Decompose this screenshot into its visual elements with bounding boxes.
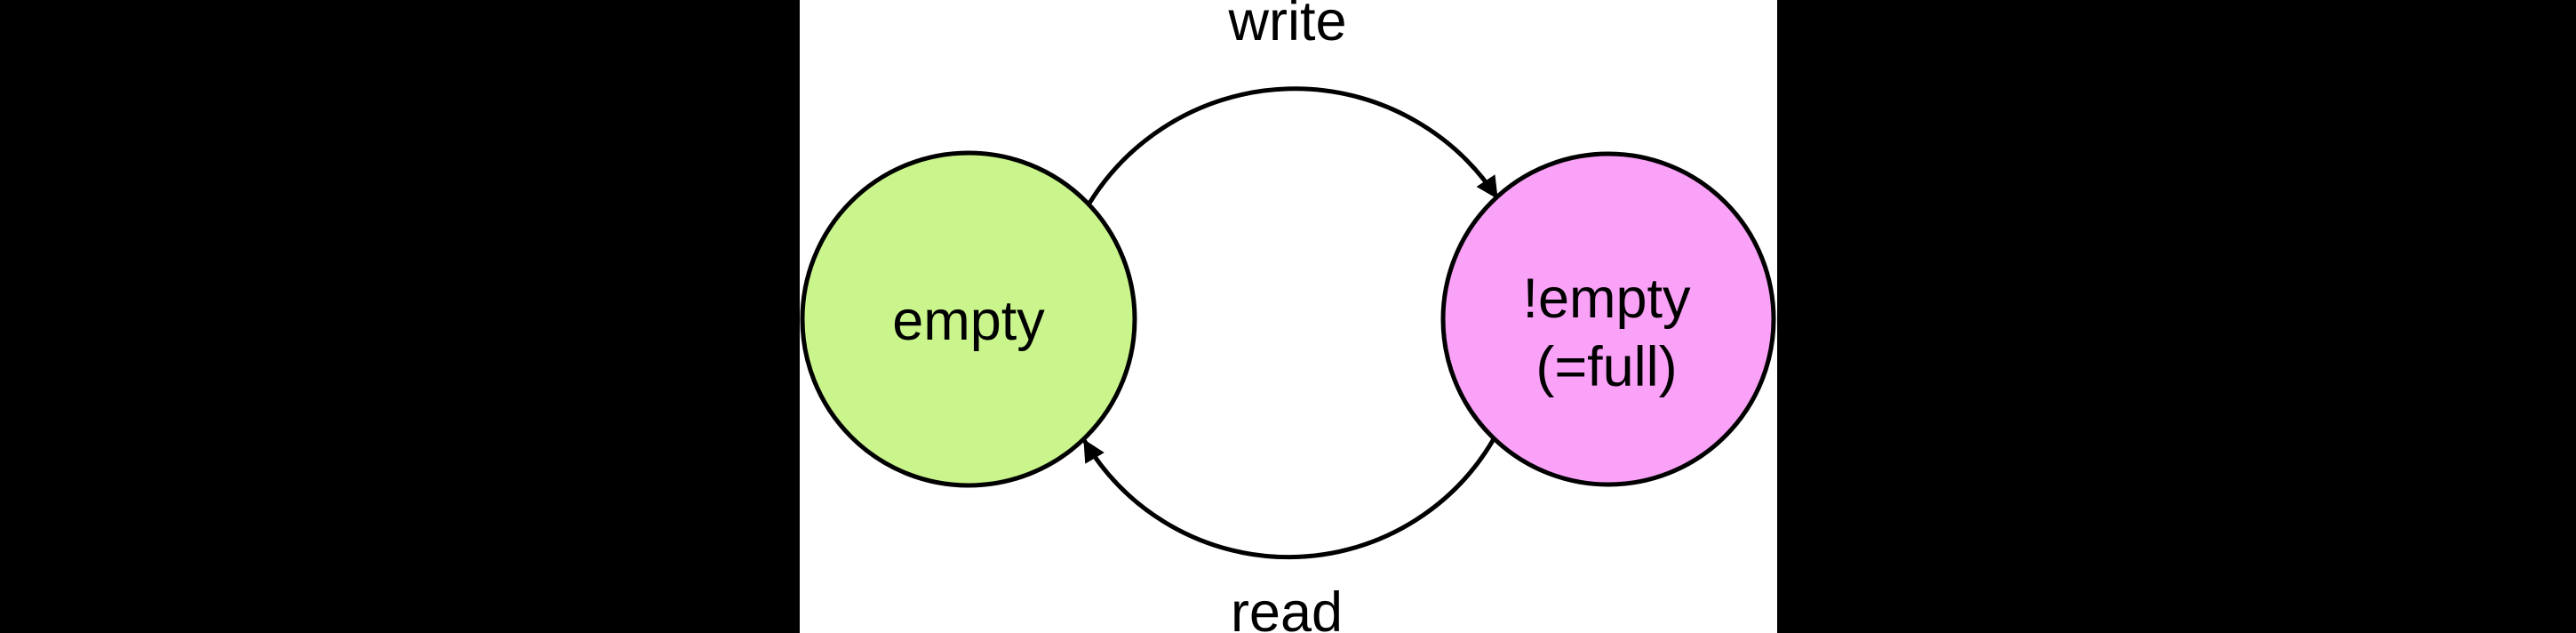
transition-read-label: read <box>1231 581 1343 633</box>
state-empty-circle <box>800 150 1137 488</box>
state-not-empty-circle <box>1440 151 1776 487</box>
state-empty-label: empty <box>892 290 1045 352</box>
transition-write-label: write <box>1227 0 1346 52</box>
transition-read-arc <box>1081 436 1497 560</box>
state-not-empty-label-line1: !empty <box>1522 268 1691 330</box>
state-not-empty-label-line2: (=full) <box>1535 336 1677 398</box>
transition-write-arc <box>1082 86 1500 212</box>
